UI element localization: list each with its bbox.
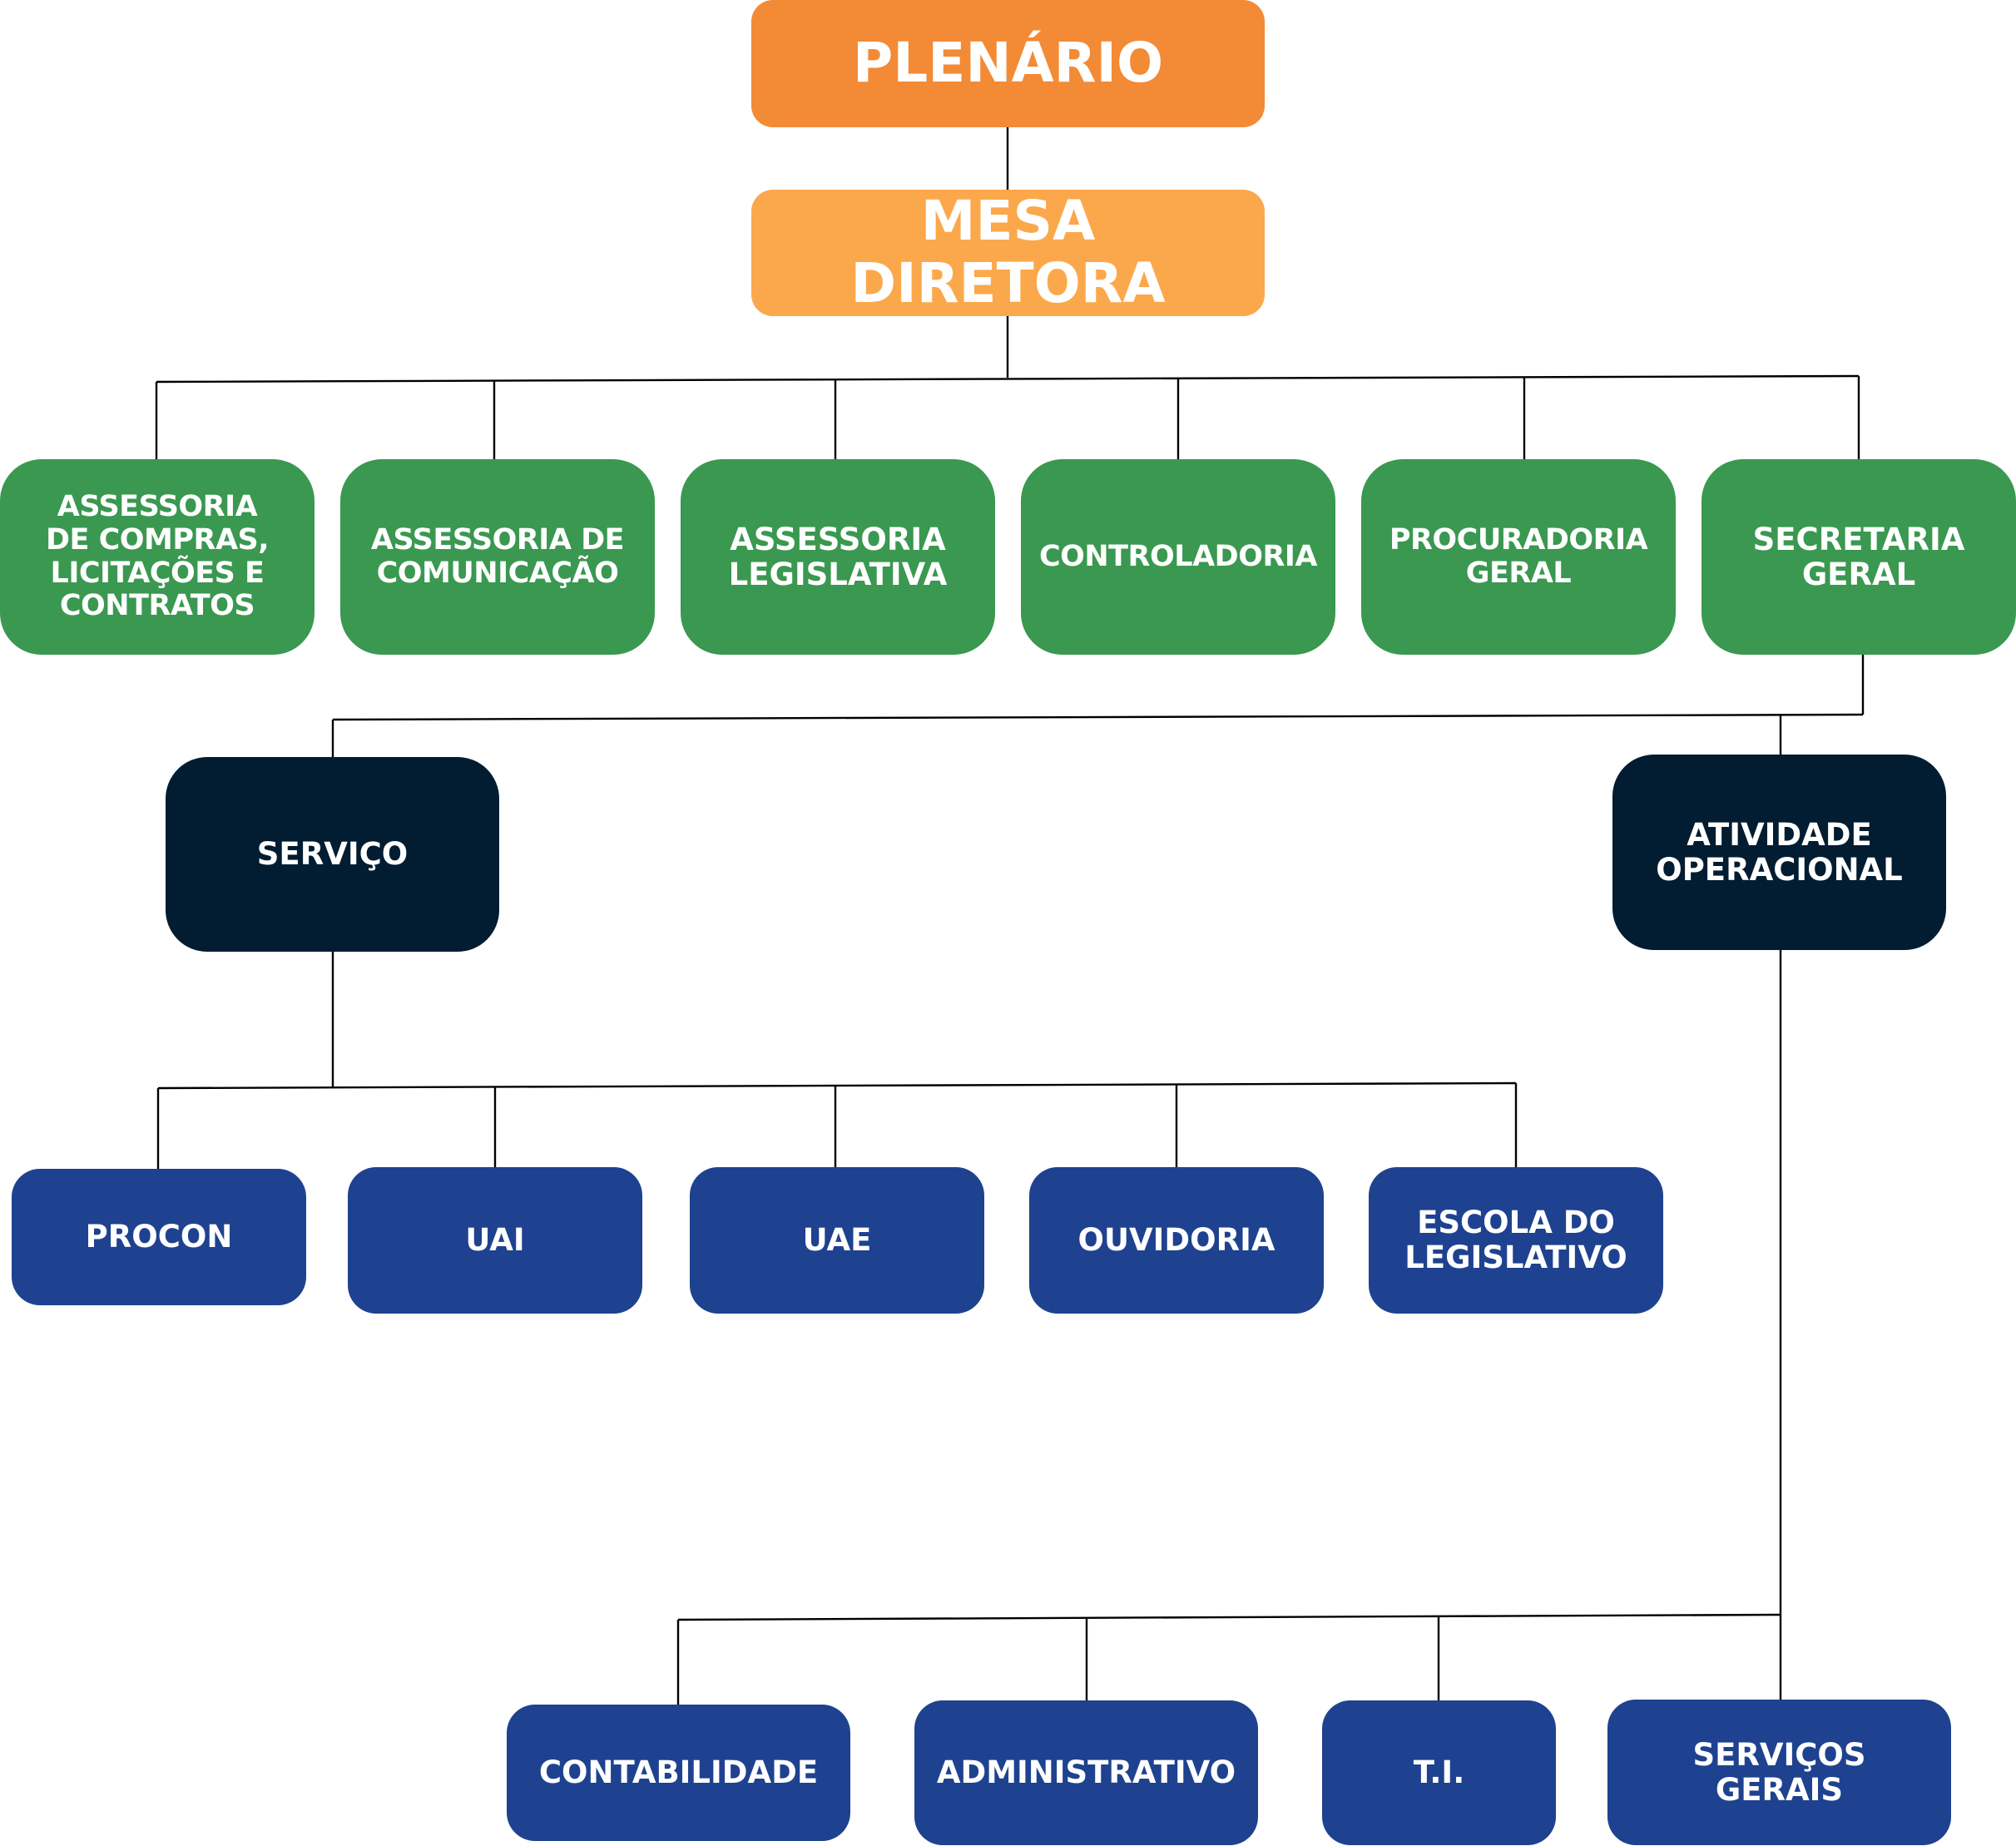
- assessoria-legislativa-label: ASSESSORIA LEGISLATIVA: [728, 521, 948, 592]
- procuradoria-geral-box: PROCURADORIA GERAL: [1361, 459, 1676, 655]
- ouvidoria-box: OUVIDORIA: [1029, 1167, 1324, 1314]
- uai-label: UAI: [465, 1222, 525, 1259]
- assessoria-compras-box: ASSESSORIA DE COMPRAS, LICITAÇÕES E CONT…: [0, 459, 315, 655]
- servicos-gerais-label: SERVIÇOS GERAIS: [1692, 1736, 1866, 1808]
- atividade-operacional-label: ATIVIDADE OPERACIONAL: [1656, 816, 1903, 888]
- plenario-label: PLENÁRIO: [852, 31, 1164, 96]
- assessoria-comunicacao-label: ASSESSORIA DE COMUNICAÇÃO: [370, 522, 625, 590]
- uae-box: UAE: [690, 1167, 984, 1314]
- procon-box: PROCON: [12, 1169, 306, 1305]
- contabilidade-label: CONTABILIDADE: [538, 1754, 819, 1791]
- controladoria-label: CONTROLADORIA: [1038, 539, 1318, 573]
- atividade-operacional-box: ATIVIDADE OPERACIONAL: [1612, 755, 1946, 950]
- administrativo-label: ADMINISTRATIVO: [936, 1754, 1236, 1791]
- servico-label: SERVIÇO: [256, 836, 409, 873]
- assessoria-legislativa-box: ASSESSORIA LEGISLATIVA: [681, 459, 995, 655]
- procuradoria-geral-label: PROCURADORIA GERAL: [1389, 522, 1648, 590]
- uae-label: UAE: [802, 1222, 872, 1259]
- uai-box: UAI: [348, 1167, 642, 1314]
- assessoria-compras-label: ASSESSORIA DE COMPRAS, LICITAÇÕES E CONT…: [45, 490, 270, 623]
- mesa-diretora-box: MESA DIRETORA: [751, 190, 1265, 316]
- ouvidoria-label: OUVIDORIA: [1077, 1222, 1275, 1259]
- servico-box: SERVIÇO: [166, 757, 499, 952]
- plenario-box: PLENÁRIO: [751, 0, 1265, 127]
- escola-do-legislativo-label: ESCOLA DO LEGISLATIVO: [1404, 1205, 1627, 1275]
- ti-box: T.I.: [1322, 1700, 1556, 1845]
- contabilidade-box: CONTABILIDADE: [507, 1705, 850, 1841]
- servicos-gerais-box: SERVIÇOS GERAIS: [1607, 1700, 1951, 1845]
- escola-do-legislativo-box: ESCOLA DO LEGISLATIVO: [1369, 1167, 1663, 1314]
- secretaria-geral-box: SECRETARIA GERAL: [1701, 459, 2016, 655]
- procon-label: PROCON: [85, 1219, 233, 1255]
- secretaria-geral-label: SECRETARIA GERAL: [1752, 521, 1965, 592]
- administrativo-box: ADMINISTRATIVO: [914, 1700, 1258, 1845]
- assessoria-comunicacao-box: ASSESSORIA DE COMUNICAÇÃO: [340, 459, 655, 655]
- controladoria-box: CONTROLADORIA: [1021, 459, 1335, 655]
- mesa-diretora-label: MESA DIRETORA: [850, 189, 1166, 315]
- ti-label: T.I.: [1413, 1754, 1465, 1791]
